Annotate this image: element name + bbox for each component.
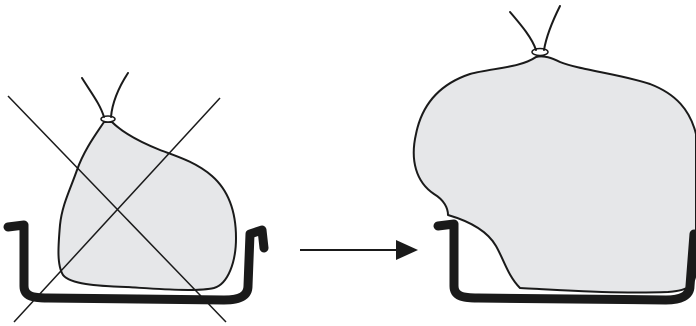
arrow-right-icon <box>300 240 418 260</box>
large-bag-ties <box>510 6 560 50</box>
small-bag-icon <box>58 122 236 290</box>
small-bag-ties <box>82 73 128 117</box>
large-bag-knot <box>532 49 548 56</box>
incorrect-example <box>8 73 264 322</box>
correct-example <box>414 6 696 300</box>
